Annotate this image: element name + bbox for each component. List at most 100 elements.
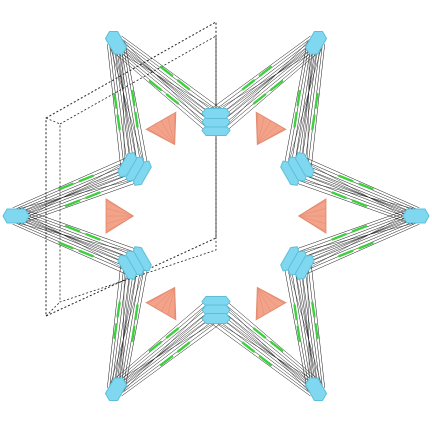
bond-cross-line — [15, 217, 136, 261]
triangle-line — [257, 287, 265, 316]
bond-line — [115, 42, 135, 170]
bond-line — [303, 261, 321, 389]
bond-cross-line — [222, 37, 313, 131]
bond-cross-line — [300, 42, 315, 170]
bond-cross-line — [109, 264, 145, 389]
bond-line — [111, 43, 129, 171]
triangular-units — [105, 111, 327, 321]
bond-line — [15, 215, 135, 264]
triangle-line — [257, 116, 265, 145]
bond-cross-line — [293, 221, 419, 254]
bond-cross-line — [18, 209, 131, 273]
bond-line — [107, 44, 122, 172]
bond-cross-line — [114, 44, 219, 120]
bond-cross-line — [117, 307, 215, 392]
bond-cross-line — [296, 171, 417, 215]
bond-line — [113, 262, 132, 389]
green-bond-segment — [358, 182, 374, 191]
triangle-line — [160, 287, 175, 312]
bond-line — [299, 219, 418, 270]
bond-line — [118, 39, 221, 117]
bond-cross-line — [113, 43, 139, 169]
green-bond-segment — [148, 79, 163, 92]
triangle-line — [257, 128, 285, 145]
triangle-line — [257, 287, 272, 312]
bond-cross-line — [213, 44, 318, 120]
green-bond-segment — [165, 93, 180, 105]
bond-cross-line — [298, 165, 416, 219]
bond-cross-line — [117, 40, 215, 125]
outer-node — [2, 208, 30, 224]
bond-line — [12, 156, 130, 209]
bond-cross-line — [287, 43, 323, 168]
bond-network — [12, 35, 420, 397]
triangle-line — [106, 215, 134, 224]
node-slab — [201, 313, 231, 324]
bond-line — [224, 49, 322, 133]
bond-line — [17, 211, 138, 257]
bond-line — [124, 264, 149, 391]
bond-line — [294, 211, 415, 257]
bond-cross-line — [213, 312, 318, 388]
bond-line — [15, 217, 134, 267]
green-bond-segment — [64, 199, 81, 207]
green-bond-segment — [134, 111, 139, 128]
bond-line — [211, 315, 314, 393]
bond-line — [207, 320, 311, 397]
bond-line — [113, 46, 212, 128]
bond-line — [121, 320, 225, 397]
bond-line — [114, 307, 215, 388]
green-bond-segment — [64, 225, 81, 233]
bond-cross-line — [217, 40, 315, 125]
bond-cross-line — [293, 178, 419, 211]
triangle-line — [154, 124, 175, 145]
triangle-line — [167, 287, 175, 316]
triangle-unit — [145, 111, 177, 146]
bond-cross-line — [13, 178, 139, 211]
green-bond-segment — [296, 90, 301, 107]
green-bond-segment — [351, 225, 368, 233]
bond-cross-line — [13, 221, 139, 254]
node-slab — [304, 377, 328, 402]
bond-cross-line — [15, 171, 136, 215]
triangle-line — [257, 120, 272, 145]
bond-line — [15, 168, 135, 217]
green-bond-segment — [293, 304, 298, 321]
bond-line — [299, 162, 418, 213]
node-slab — [104, 30, 128, 55]
bond-cross-line — [16, 165, 134, 219]
green-bond-segment — [134, 304, 139, 321]
node-slab — [2, 208, 30, 224]
bond-line — [213, 312, 315, 392]
bond-cross-line — [117, 42, 132, 170]
green-bond-segment — [358, 241, 374, 250]
bond-line — [120, 42, 142, 169]
triangle-line — [298, 215, 327, 232]
node-slab — [294, 254, 315, 280]
green-bond-segment — [296, 325, 301, 342]
bond-cross-line — [217, 307, 315, 392]
plane-edge — [45, 117, 61, 125]
bond-line — [217, 307, 318, 388]
green-bond-segment — [241, 341, 256, 353]
bond-line — [14, 162, 133, 213]
green-bond-segment — [159, 65, 174, 77]
outer-node — [402, 208, 430, 224]
triangle-line — [154, 287, 175, 308]
bond-line — [298, 165, 417, 215]
green-bond-segment — [113, 92, 118, 110]
bond-line — [292, 181, 413, 225]
bond-line — [115, 262, 135, 390]
bond-cross-line — [209, 317, 321, 385]
ring-node — [117, 246, 152, 280]
bond-line — [297, 215, 417, 264]
bond-line — [19, 181, 140, 225]
bond-line — [17, 175, 138, 221]
bond-line — [211, 39, 314, 117]
bond-line — [220, 46, 319, 128]
node-slab — [117, 152, 138, 178]
triangle-line — [257, 287, 285, 304]
green-bond-segment — [58, 182, 74, 191]
bond-cross-line — [109, 43, 145, 168]
bond-cross-line — [301, 209, 414, 273]
